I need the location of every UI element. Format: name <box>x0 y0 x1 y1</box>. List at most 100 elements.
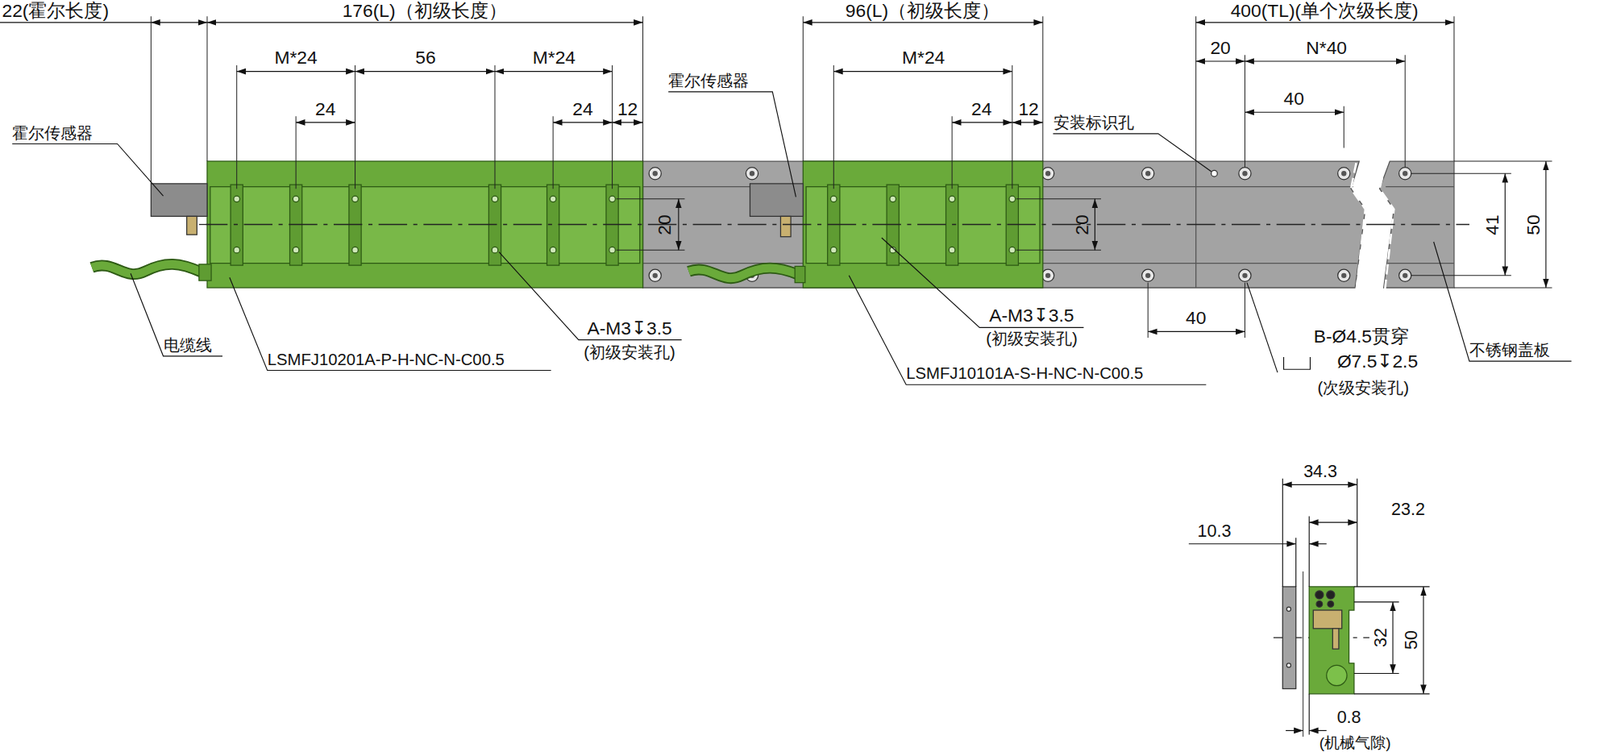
dimension-text: 50 <box>1402 630 1422 650</box>
dimension-text: 12 <box>617 99 638 120</box>
dimension-text: 20 <box>1209 37 1231 59</box>
null <box>1242 170 1247 176</box>
extension-lines <box>1244 282 1246 338</box>
dimension-lines <box>355 70 495 72</box>
side-view-dimensions <box>1295 537 1297 587</box>
null <box>1045 170 1051 176</box>
dimension-text: 24 <box>572 99 593 120</box>
extension-lines <box>616 198 686 200</box>
dimension-lines <box>612 121 644 123</box>
extension-lines <box>951 116 953 189</box>
extension-lines <box>1411 173 1512 175</box>
leader-lines <box>848 275 1206 385</box>
hole-callout: B-Ø4.5贯穿 <box>1313 326 1409 347</box>
leader-lines <box>1433 241 1572 362</box>
leader-lines <box>130 273 223 357</box>
cable <box>91 264 203 275</box>
null <box>491 195 499 203</box>
null <box>491 246 499 254</box>
null <box>549 246 557 254</box>
dimension-text: 176(L)（初级长度） <box>342 0 508 21</box>
side-view-dimensions <box>1285 730 1304 732</box>
dimension-lines <box>1196 21 1455 23</box>
dimension-text: 96(L)（初级长度） <box>845 0 1000 21</box>
null <box>1402 170 1408 176</box>
leader-lines <box>668 91 796 197</box>
extension-lines <box>802 16 804 162</box>
side-view-dimensions <box>1309 522 1357 524</box>
side-view-dimensions <box>1282 484 1357 486</box>
null <box>652 273 658 279</box>
null <box>1402 273 1408 279</box>
part-number: LSMFJ10101A-S-H-NC-N-C00.5 <box>905 364 1143 383</box>
extension-lines <box>611 65 613 189</box>
extension-lines <box>1454 161 1553 163</box>
callout-label: 霍尔传感器 <box>668 71 749 90</box>
dimension-text: 24 <box>971 99 992 120</box>
center-line <box>199 224 1470 225</box>
leader-lines <box>881 237 1085 328</box>
dimension-text: 0.8 <box>1337 708 1362 728</box>
extension-lines <box>1042 16 1044 162</box>
null <box>549 195 557 203</box>
extension-lines <box>494 65 495 189</box>
secondary-mounting-holes <box>1238 167 1251 180</box>
dimension-text: M*24 <box>274 48 317 69</box>
dimension-lines <box>552 121 612 123</box>
cable <box>91 264 806 283</box>
dimension-text: 22(霍尔长度) <box>2 0 110 21</box>
extension-lines <box>833 65 835 189</box>
secondary-mounting-holes <box>1142 269 1155 282</box>
secondary-mounting-holes <box>1399 269 1412 282</box>
null <box>889 195 897 203</box>
dimension-lines <box>1545 161 1546 288</box>
hole-callout: (初级安装孔) <box>985 329 1078 348</box>
dimension-text: 34.3 <box>1303 462 1338 483</box>
hall-sensor <box>150 183 208 217</box>
cable <box>794 265 806 283</box>
secondary-stator <box>1385 186 1455 188</box>
hole-callout: Ø7.5↧2.5 <box>1337 352 1418 373</box>
callout-label: 电缆线 <box>163 336 212 354</box>
hall-sensor <box>150 183 803 237</box>
leader-lines <box>1246 282 1278 373</box>
secondary-mounting-holes <box>1211 170 1218 177</box>
side-view <box>1286 606 1291 611</box>
leader-lines <box>1052 133 1211 172</box>
side-view-dimensions <box>1282 478 1284 587</box>
callout-label: 不锈钢盖板 <box>1469 340 1551 359</box>
dimension-text: 12 <box>1018 99 1039 120</box>
secondary-mounting-holes <box>648 167 661 180</box>
side-view-dimensions <box>1354 693 1430 695</box>
extension-lines <box>150 16 1552 338</box>
part-number: LSMFJ10201A-P-H-NC-N-C00.5 <box>267 349 505 368</box>
dimension-lines <box>494 70 613 72</box>
side-view-dimensions <box>1356 478 1358 587</box>
extension-lines <box>1016 249 1102 251</box>
secondary-mounting-holes <box>1142 167 1155 180</box>
hall-sensor <box>780 216 791 237</box>
secondary-mounting-holes <box>1042 167 1055 180</box>
hole-callout: A-M3↧3.5 <box>586 318 672 339</box>
null <box>1145 273 1151 279</box>
hall-sensor <box>749 183 803 217</box>
side-view-dimensions <box>1354 585 1430 587</box>
side-view <box>1327 601 1335 608</box>
null <box>609 195 616 203</box>
dimension-lines <box>1147 331 1245 333</box>
dimension-text: 40 <box>1185 307 1206 329</box>
cable <box>199 264 212 281</box>
side-view <box>1326 664 1347 686</box>
callout-label: 霍尔传感器 <box>12 123 93 142</box>
dimension-lines <box>1244 112 1344 113</box>
dimension-lines <box>677 199 679 250</box>
side-view-dimensions <box>1309 516 1310 587</box>
extension-lines <box>642 16 644 162</box>
null <box>292 195 300 203</box>
cable <box>689 268 798 279</box>
hole-callout: (初级安装孔) <box>583 343 676 362</box>
null <box>1009 195 1016 203</box>
null <box>352 195 359 203</box>
extension-lines <box>1195 16 1197 162</box>
